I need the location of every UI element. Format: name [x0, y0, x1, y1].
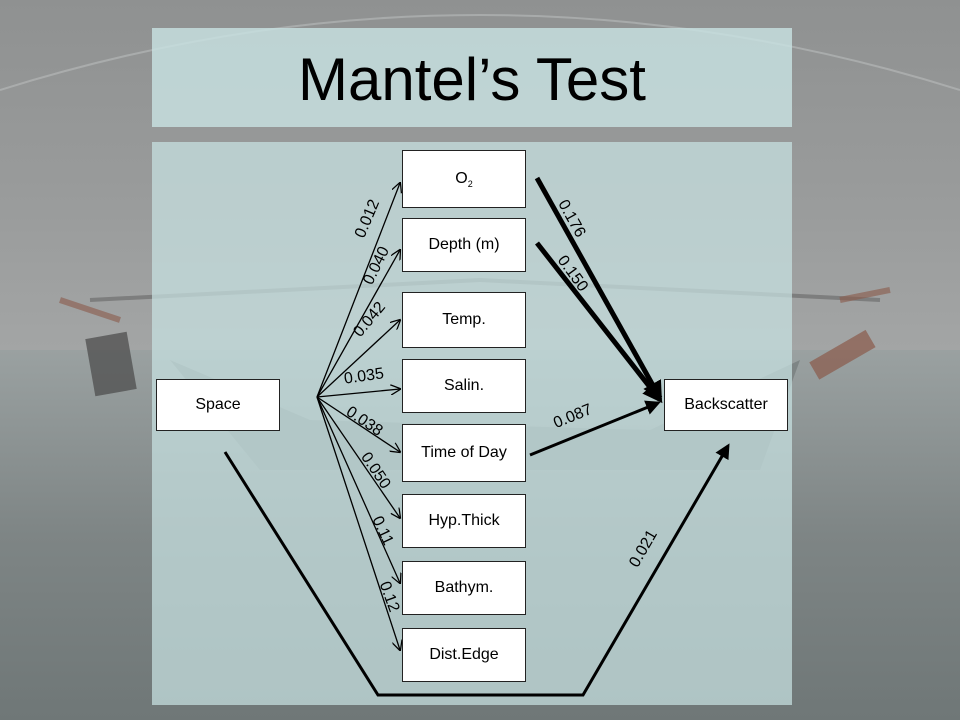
node-time-of-day: Time of Day: [402, 424, 526, 482]
edge-space-time: [316, 396, 400, 452]
node-o2-subscript: 2: [467, 178, 473, 189]
edge-space-dist: [316, 396, 400, 650]
edge-space-hyp: [316, 396, 400, 518]
edge-o2-backscatter: [534, 176, 663, 402]
node-dist-edge: Dist.Edge: [402, 628, 526, 682]
node-salin: Salin.: [402, 359, 526, 413]
edge-depth-backscatter: [535, 241, 663, 404]
node-depth: Depth (m): [402, 218, 526, 272]
node-o2-label: O: [455, 169, 468, 187]
node-hyp-thick: Hyp.Thick: [402, 494, 526, 548]
edge-space-o2: [316, 183, 400, 398]
edge-space-backscatter: [223, 443, 730, 697]
node-backscatter: Backscatter: [664, 379, 788, 431]
edge-space-temp: [316, 320, 400, 398]
title-panel: [152, 28, 792, 127]
edge-space-salin: [316, 389, 400, 398]
node-o2: O2: [402, 150, 526, 208]
edge-time-backscatter: [529, 400, 661, 457]
node-bathym: Bathym.: [402, 561, 526, 615]
edge-space-depth: [316, 250, 400, 398]
node-temp: Temp.: [402, 292, 526, 348]
edge-space-bathym: [316, 396, 400, 583]
slide-title: Mantel’s Test: [298, 46, 646, 113]
node-space: Space: [156, 379, 280, 431]
